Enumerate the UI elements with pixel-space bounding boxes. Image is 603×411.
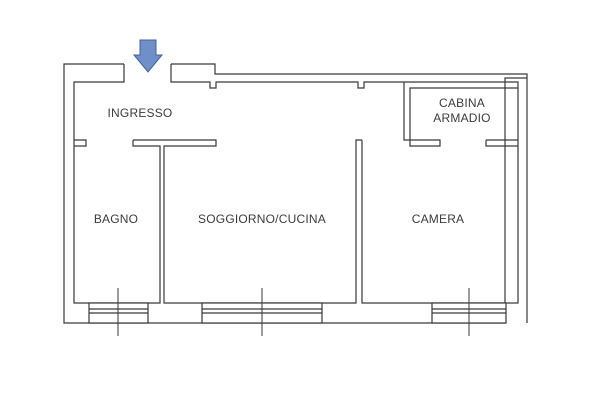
ingresso-wall-left: [74, 139, 87, 147]
ingresso-wall-right: [133, 139, 362, 304]
cabina-wall-right: [485, 139, 518, 147]
outer-wall-inner: [73, 64, 161, 304]
room-label-armadio: ARMADIO: [433, 111, 491, 125]
window-axes: [117, 288, 470, 336]
outer-wall-inner-top: [170, 64, 519, 304]
room-label-ingresso: INGRESSO: [107, 106, 173, 120]
windows: [88, 302, 507, 324]
bagno-wall-cap: [132, 140, 161, 150]
room-label-bagno: BAGNO: [93, 212, 139, 226]
room-label-soggiorno: SOGGIORNO/CUCINA: [198, 212, 326, 226]
room-label-camera: CAMERA: [411, 212, 465, 226]
outer-wall-outer-top: [171, 63, 528, 323]
room-label-cabina: CABINA: [439, 96, 485, 110]
cabina-wall: [403, 82, 518, 147]
arrow-down-icon: [132, 39, 164, 73]
